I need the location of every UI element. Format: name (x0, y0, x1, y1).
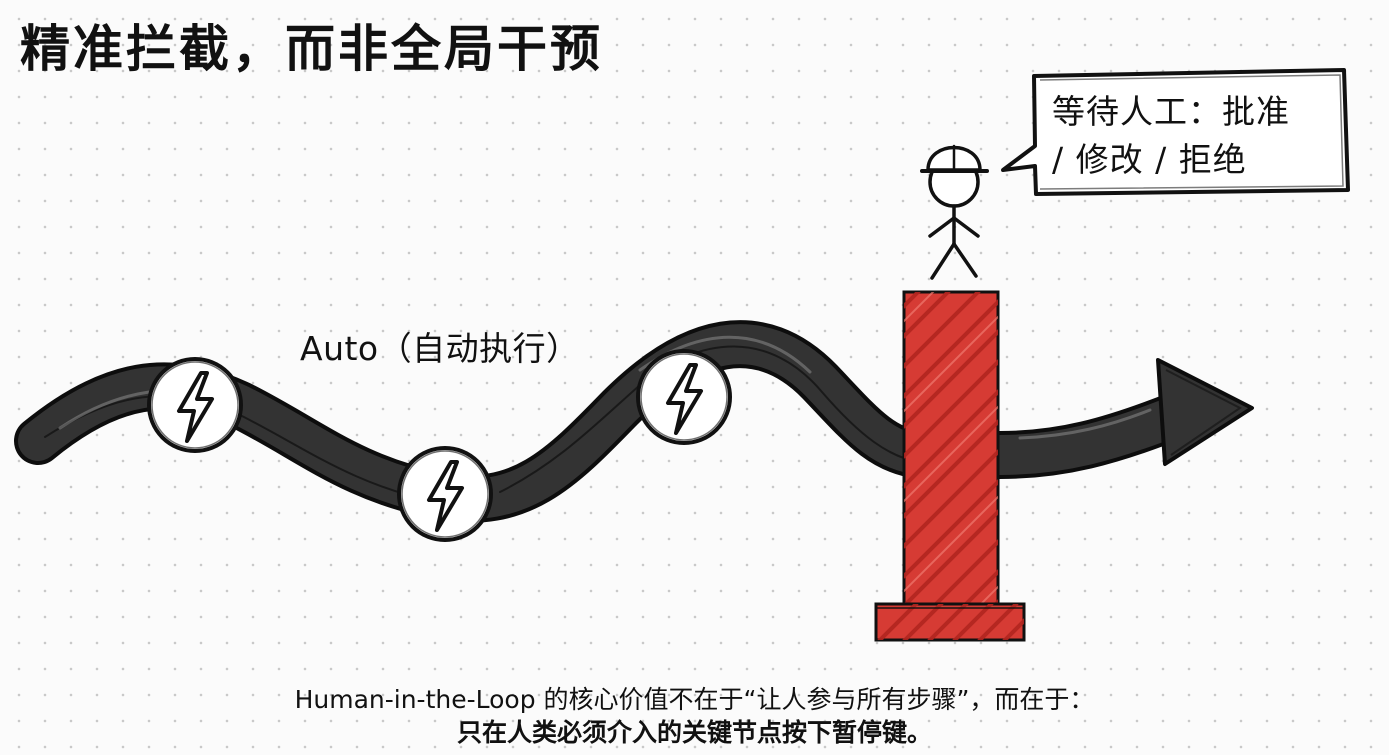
lightning-bolt-icon (427, 460, 464, 532)
callout-line-2: / 修改 / 拒绝 (1052, 140, 1247, 179)
caption-line-2: 只在人类必须介入的关键节点按下暂停键。 (456, 718, 932, 747)
flow-path-highlight (1018, 408, 1152, 440)
barrier-hatching (904, 292, 998, 608)
speech-bubble (1001, 68, 1350, 196)
step-node (147, 357, 243, 453)
auto-execution-label: Auto（自动执行） (300, 329, 580, 368)
lightning-bolt-icon (666, 363, 703, 435)
caption-line-1: Human-in-the-Loop 的核心价值不在于“让人参与所有步骤”，而在于… (294, 685, 1095, 714)
flow-path-sketch-line (499, 345, 921, 493)
callout-line-1: 等待人工：批准 (1052, 92, 1290, 131)
barrier-post (874, 290, 1026, 642)
stick-figure-with-hard-hat-icon (920, 144, 989, 280)
caption: Human-in-the-Loop 的核心价值不在于“让人参与所有步骤”，而在于… (0, 683, 1389, 749)
approval-callout-text: 等待人工：批准 / 修改 / 拒绝 (1032, 74, 1344, 192)
page-title: 精准拦截，而非全局干预 (20, 20, 603, 78)
step-node (397, 446, 493, 542)
arrow-head-icon (1156, 358, 1254, 466)
lightning-bolt-icon (177, 371, 214, 443)
arrow-head-sketch (1165, 369, 1242, 456)
step-node (636, 349, 732, 445)
